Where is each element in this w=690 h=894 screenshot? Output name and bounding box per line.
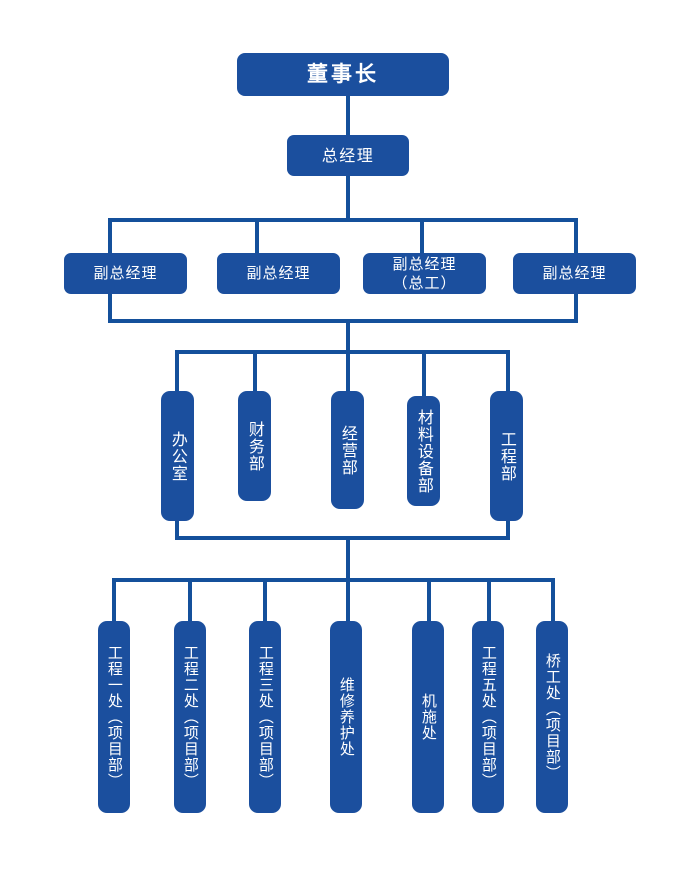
connector-office-down (175, 512, 179, 540)
connector-unit-bus-to-unit-5 (427, 578, 431, 622)
node-vice-general-manager-4[interactable]: 副总经理 (513, 253, 636, 294)
node-chairman[interactable]: 董事长 (237, 53, 449, 96)
connector-vp-1-down (108, 293, 112, 323)
connector-vp-collector-to-dept-bus (346, 319, 350, 353)
node-vice-general-manager-1[interactable]: 副总经理 (64, 253, 187, 294)
node-vice-general-manager-2[interactable]: 副总经理 (217, 253, 340, 294)
node-unit-engineering-division-1[interactable]: 工程一处（项目部） (98, 621, 130, 813)
connector-vp-4-down (574, 293, 578, 323)
node-unit-maintenance[interactable]: 维修养护处 (330, 621, 362, 813)
node-unit-engineering-division-2[interactable]: 工程二处（项目部） (174, 621, 206, 813)
connector-dept-bus-to-office (175, 350, 179, 392)
connector-vp-bus (108, 218, 578, 222)
node-department-engineering[interactable]: 工程部 (490, 391, 523, 521)
connector-dept-bus-to-engineering (506, 350, 510, 392)
connector-unit-bus-to-unit-6 (487, 578, 491, 622)
node-vice-general-manager-chief-engineer[interactable]: 副总经理 （总工） (363, 253, 486, 294)
node-unit-engineering-division-5[interactable]: 工程五处（项目部） (472, 621, 504, 813)
connector-gm-to-vp-bus (346, 175, 350, 220)
node-department-material-equipment[interactable]: 材料设备部 (407, 396, 440, 506)
connector-dept-bus-to-operations (346, 350, 350, 392)
connector-dept-collector-to-unit-bus (346, 536, 350, 581)
connector-unit-bus-to-unit-3 (263, 578, 267, 622)
connector-vp-bus-to-vp-4 (574, 218, 578, 254)
node-department-operations[interactable]: 经营部 (331, 391, 364, 509)
connector-vp-bus-to-vp-1 (108, 218, 112, 254)
connector-vp-bus-to-vp-2 (255, 218, 259, 254)
connector-unit-bus-to-unit-4 (346, 578, 350, 622)
connector-unit-bus-to-unit-2 (188, 578, 192, 622)
connector-chairman-to-gm (346, 94, 350, 138)
node-unit-engineering-division-3[interactable]: 工程三处（项目部） (249, 621, 281, 813)
connector-engineering-down (506, 512, 510, 540)
node-unit-machinery[interactable]: 机施处 (412, 621, 444, 813)
connector-dept-bus (175, 350, 510, 354)
connector-dept-bus-to-finance (253, 350, 257, 392)
connector-vp-collector-bar (108, 319, 578, 323)
node-unit-bridge-works[interactable]: 桥工处（项目部） (536, 621, 568, 813)
node-department-finance[interactable]: 财务部 (238, 391, 271, 501)
node-general-manager[interactable]: 总经理 (287, 135, 409, 176)
connector-unit-bus (112, 578, 554, 582)
connector-vp-bus-to-vp-3 (420, 218, 424, 254)
connector-dept-collector-bar (175, 536, 510, 540)
node-department-office[interactable]: 办公室 (161, 391, 194, 521)
connector-dept-bus-to-material (422, 350, 426, 397)
connector-unit-bus-to-unit-7 (551, 578, 555, 622)
connector-unit-bus-to-unit-1 (112, 578, 116, 622)
